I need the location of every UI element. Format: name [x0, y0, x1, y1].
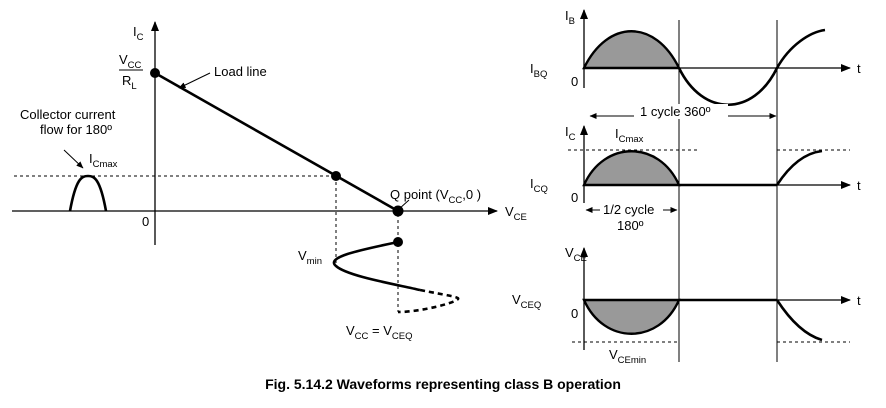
vcc-numerator: VCC: [119, 52, 142, 71]
ib-axis-label: IB: [565, 8, 575, 27]
vceq-label: VCEQ: [512, 292, 541, 311]
vce-t-label: t: [857, 293, 861, 308]
collector-current-label-1: Collector current: [20, 107, 116, 122]
cycle-label: 1 cycle 360º: [640, 104, 711, 119]
ic-waveform-graph: IC ICmax ICQ 0 t 1/2 cycle 180º: [530, 124, 861, 233]
collector-current-pulse: [68, 174, 108, 212]
half-cycle-label-2: 180º: [617, 218, 644, 233]
left-origin-label: 0: [142, 214, 149, 229]
ib-origin-label: 0: [571, 74, 578, 89]
saturation-point: [150, 68, 160, 78]
ic-positive-pulse: [582, 150, 681, 187]
load-line-graph: IC VCE 0 VCC RL Load line Collector curr…: [12, 21, 527, 342]
vce-waveform-graph: VCE VCEQ 0 t VCEmin: [512, 245, 861, 366]
ic-axis-label: IC: [133, 24, 144, 43]
ibq-label: IBQ: [530, 61, 547, 80]
vcc-vceq-label: VCC = VCEQ: [346, 323, 413, 342]
vce-origin-label: 0: [571, 306, 578, 321]
ic-origin-label: 0: [571, 190, 578, 205]
vce-min-label: VCEmin: [609, 347, 646, 366]
ib-waveform-graph: IB IBQ 0 t 1 cycle 360º: [530, 8, 861, 119]
ib-t-label: t: [857, 61, 861, 76]
icq-label: ICQ: [530, 176, 548, 195]
ib-positive-half: [582, 30, 681, 70]
vce-negative-swing: [582, 298, 681, 335]
q-point-label: Q point (VCC,0 ): [390, 187, 481, 206]
ic-max-label: ICmax: [615, 126, 644, 145]
half-cycle-label-1: 1/2 cycle: [603, 202, 654, 217]
collector-current-pointer: [63, 149, 84, 169]
load-line-pointer: [178, 72, 211, 89]
vce-wave-axis-label: VCE: [565, 245, 587, 264]
ic-t-label: t: [857, 178, 861, 193]
vmin-label: Vmin: [298, 248, 322, 267]
vce-waveform-solid: [332, 240, 421, 292]
load-line-label: Load line: [214, 64, 267, 79]
vce-axis-label: VCE: [505, 204, 527, 223]
ib-next-cycle: [775, 28, 826, 69]
load-line: [154, 71, 399, 213]
q-point-pointer: [398, 199, 410, 210]
vce-start-point: [393, 237, 403, 247]
icmax-label-left: ICmax: [89, 151, 118, 170]
ic-next-pulse: [775, 149, 823, 186]
vce-waveform-dashed: [397, 288, 460, 314]
collector-current-label-2: flow for 180º: [40, 122, 112, 137]
figure-caption: Fig. 5.14.2 Waveforms representing class…: [265, 376, 621, 392]
q-point: [392, 205, 404, 217]
ic-wave-axis-label: IC: [565, 124, 576, 143]
rl-denominator: RL: [122, 73, 137, 92]
vce-next-swing: [775, 299, 823, 342]
ib-negative-half: [677, 67, 779, 106]
